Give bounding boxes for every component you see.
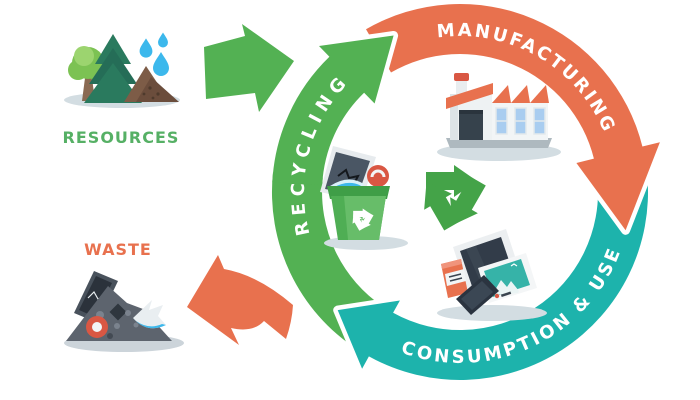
factory-icon bbox=[437, 73, 561, 161]
factory-windows bbox=[495, 107, 546, 135]
flow-arrow-resources-to-cycle bbox=[204, 24, 294, 112]
recycle-symbol-icon bbox=[413, 165, 492, 234]
ring-segment-consumption bbox=[337, 175, 649, 380]
devices-icon bbox=[437, 229, 547, 321]
devices-shadow bbox=[437, 305, 547, 321]
resources-icon bbox=[64, 32, 180, 108]
resources-label: RESOURCES bbox=[63, 128, 180, 147]
waste-pile-icon bbox=[64, 271, 184, 352]
waste-label: WASTE bbox=[84, 240, 152, 259]
ring-segment-recycling-upper bbox=[272, 35, 394, 185]
flow-arrow-cycle-to-waste bbox=[187, 255, 293, 345]
recycle-bin-icon bbox=[320, 146, 408, 250]
ring-segment-manufacturing bbox=[366, 4, 660, 231]
